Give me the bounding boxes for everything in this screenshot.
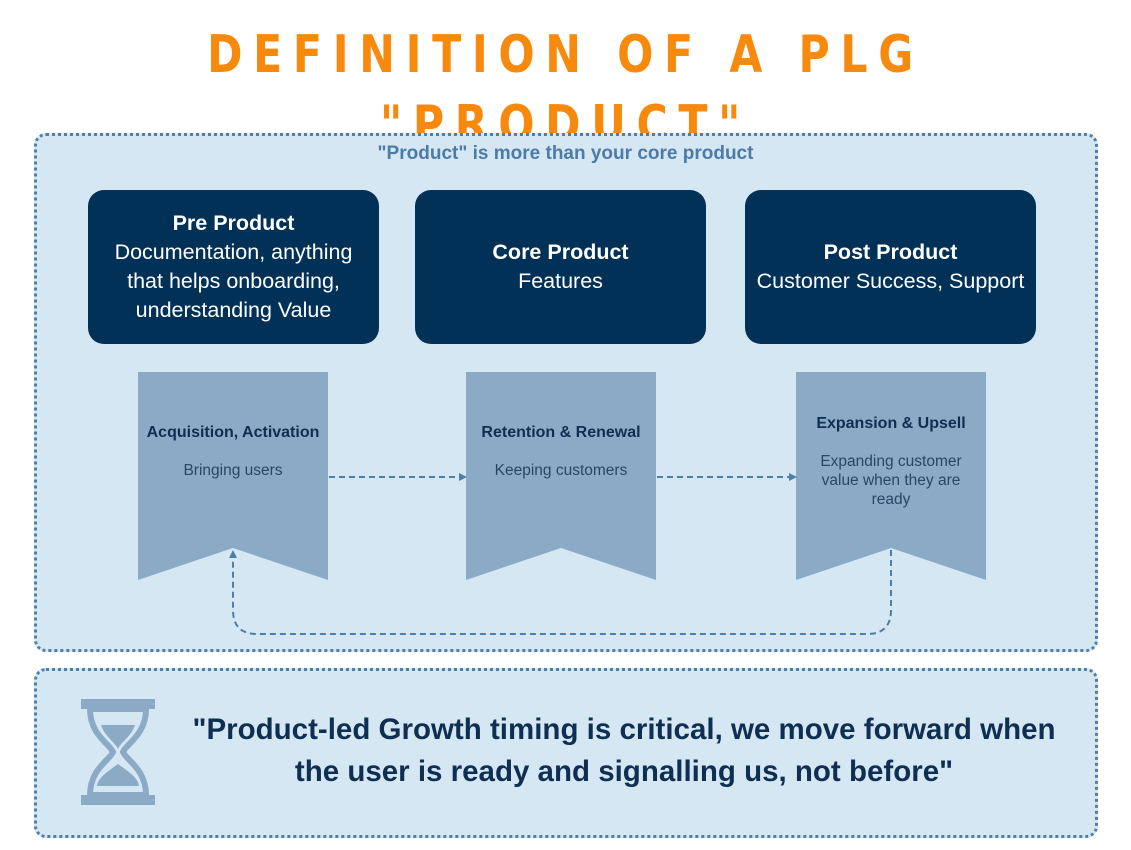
quote-panel [34, 668, 1098, 838]
quote-text: "Product-led Growth timing is critical, … [192, 713, 1056, 788]
stage-pre-product: Pre Product Documentation, anything that… [88, 190, 379, 344]
stage-title: Pre Product [172, 211, 295, 235]
flag-title: Acquisition, Activation [146, 424, 320, 441]
flag-title: Retention & Renewal [481, 424, 641, 441]
flag-description: Bringing users [183, 462, 283, 479]
flag-retention [466, 372, 656, 580]
flag-description: Expanding customer value when they are r… [820, 453, 962, 508]
flag-acquisition [138, 372, 328, 580]
stage-core-product: Core Product Features [415, 190, 706, 344]
flag-retention-text: Retention & Renewal Keeping customers [471, 423, 651, 480]
flag-title: Expansion & Upsell [816, 415, 966, 432]
stage-description: Customer Success, Support [756, 269, 1025, 293]
flag-expansion [796, 372, 986, 580]
flag-expansion-text: Expansion & Upsell Expanding customer va… [801, 414, 981, 509]
stage-title: Core Product [492, 240, 629, 264]
panel-subtitle: "Product" is more than your core product [377, 143, 754, 164]
stage-description: Features [518, 269, 603, 293]
arrow-loop-back [229, 550, 892, 635]
flag-description: Keeping customers [494, 462, 628, 479]
stage-post-product: Post Product Customer Success, Support [745, 190, 1036, 344]
stage-title: Post Product [823, 240, 958, 264]
hourglass-icon [81, 699, 155, 805]
flag-acquisition-text: Acquisition, Activation Bringing users [143, 423, 323, 480]
stage-description: Documentation, anything that helps onboa… [114, 240, 353, 322]
page-title: DEFINITION OF A PLG "PRODUCT" [207, 25, 924, 155]
